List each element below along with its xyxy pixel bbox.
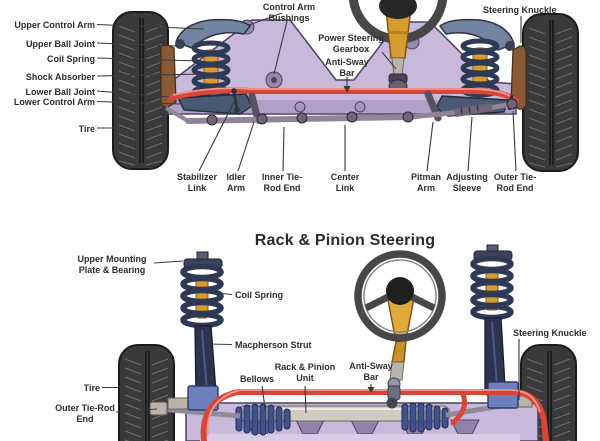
label-pitman-arm: Pitman Arm [410,172,441,193]
label-inner-tie-rod-end: Inner Tie-Rod End [261,172,303,193]
label-control-arm-bushings: Control Arm Bushings [262,2,316,23]
label-idler-arm: Idler Arm [226,172,246,193]
label-tire-top: Tire [78,123,95,134]
label-upper-ball-joint: Upper Ball Joint [25,38,95,49]
label-outer-tie-rod-end-top: Outer Tie-Rod End [493,172,537,193]
arrowhead-top-antisway [343,86,351,93]
top-right-tire [522,13,579,172]
top-diagram-art [160,0,527,126]
label-outer-tie-rod-end-bottom: Outer Tie-Rod End [55,403,115,424]
top-left-tire [112,11,169,170]
label-power-steering-gearbox: Power Steering Gearbox [318,33,384,54]
label-macpherson-strut: Macpherson Strut [235,340,312,350]
bottom-diagram-art [149,244,549,441]
label-steering-knuckle-bottom: Steering Knuckle [513,328,587,338]
label-anti-sway-bar-bottom: Anti-Sway Bar [349,361,393,382]
label-center-link: Center Link [330,172,360,193]
label-lower-control-arm: Lower Control Arm [13,97,95,107]
label-bellows: Bellows [240,374,275,384]
label-adjusting-sleeve: Adjusting Sleeve [446,172,488,193]
label-coil-spring: Coil Spring [47,53,95,64]
leader-lines [96,12,522,416]
bottom-left-tire [118,344,175,441]
label-upper-control-arm: Upper Control Arm [14,20,95,30]
label-steering-knuckle-top: Steering Knuckle [483,5,557,15]
label-stabilizer-link: Stabilizer Link [176,172,217,193]
label-coil-spring-bottom: Coil Spring [235,290,283,300]
label-anti-sway-bar-top: Anti-Sway Bar [325,57,369,78]
label-upper-mounting-plate-bearing: Upper Mounting Plate & Bearing [77,254,147,275]
label-lower-ball-joint: Lower Ball Joint [25,86,95,97]
bottom-diagram-title: Rack & Pinion Steering [254,232,436,249]
label-rack-pinion-unit: Rack & Pinion Unit [274,362,336,383]
label-shock-absorber: Shock Absorber [25,71,95,82]
arrowhead-bottom-antisway [367,387,375,393]
label-tire-bottom: Tire [83,383,100,393]
